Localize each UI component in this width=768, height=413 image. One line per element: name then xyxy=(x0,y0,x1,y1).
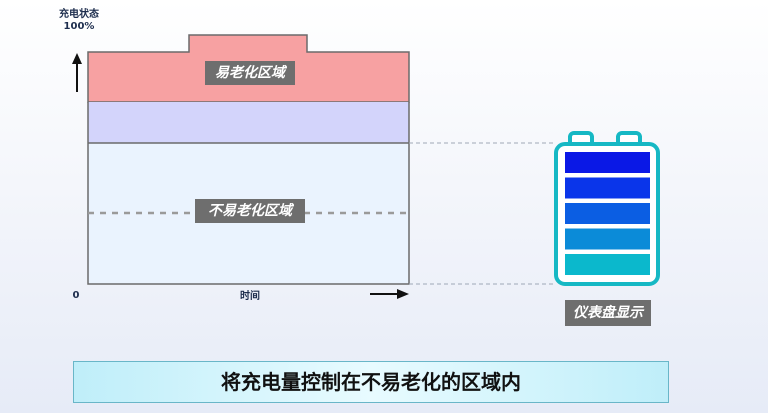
y-axis-title: 充电状态 100% xyxy=(50,9,108,33)
battery-segment xyxy=(565,254,650,275)
chart-outline xyxy=(87,102,410,285)
battery-segment xyxy=(565,152,650,173)
aging-zone-label: 易老化区域 xyxy=(205,61,295,85)
x-axis-arrow xyxy=(370,289,409,299)
x-axis-label: 时间 xyxy=(240,291,260,302)
y-axis-max-label: 100% xyxy=(63,21,95,32)
battery-segment xyxy=(565,177,650,199)
summary-banner: 将充电量控制在不易老化的区域内 xyxy=(73,361,669,403)
dashboard-display-label: 仪表盘显示 xyxy=(565,300,651,326)
battery-icon xyxy=(554,131,660,286)
origin-label: 0 xyxy=(72,290,80,301)
buffer-zone xyxy=(88,102,409,143)
non-aging-zone-label: 不易老化区域 xyxy=(195,199,305,223)
y-axis-label: 充电状态 xyxy=(59,9,99,20)
battery-segment xyxy=(565,203,650,224)
battery-segment xyxy=(565,228,650,250)
battery-segments xyxy=(565,152,650,275)
y-axis-arrow xyxy=(72,53,82,92)
